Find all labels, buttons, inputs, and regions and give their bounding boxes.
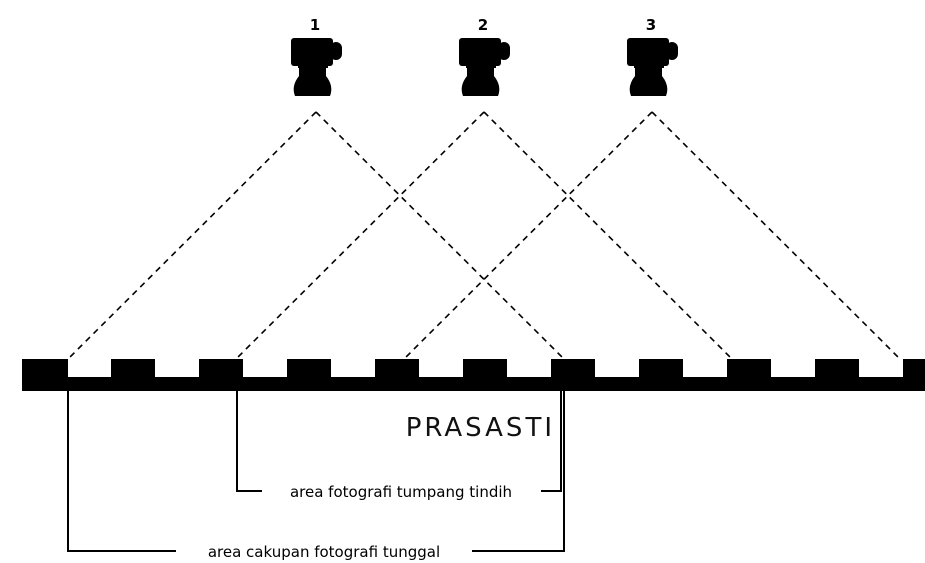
camera-1-fov-left	[66, 111, 317, 361]
camera-3-label: 3	[646, 16, 656, 34]
single-coverage-bracket-left	[67, 391, 176, 552]
overlap-area-bracket-left	[236, 391, 262, 492]
overlap-area-bracket-right	[541, 391, 562, 492]
camera-icon	[291, 38, 342, 96]
inscription-surface	[22, 359, 925, 391]
camera-icon	[627, 38, 678, 96]
object-label: PRASASTI	[406, 413, 555, 443]
camera-3-fov-left	[402, 111, 653, 361]
camera-1-fov-right	[315, 111, 566, 361]
camera-icon	[459, 38, 510, 96]
overlap-area-label: area fotografi tumpang tindih	[290, 483, 512, 501]
camera-1-label: 1	[310, 16, 320, 34]
camera-2-fov-left	[234, 111, 485, 361]
camera-2-label: 2	[478, 16, 488, 34]
camera-3-fov-right	[651, 111, 902, 361]
camera-2-fov-right	[483, 111, 734, 361]
single-coverage-bracket-right	[472, 391, 565, 552]
single-coverage-label: area cakupan fotografi tunggal	[208, 543, 440, 561]
